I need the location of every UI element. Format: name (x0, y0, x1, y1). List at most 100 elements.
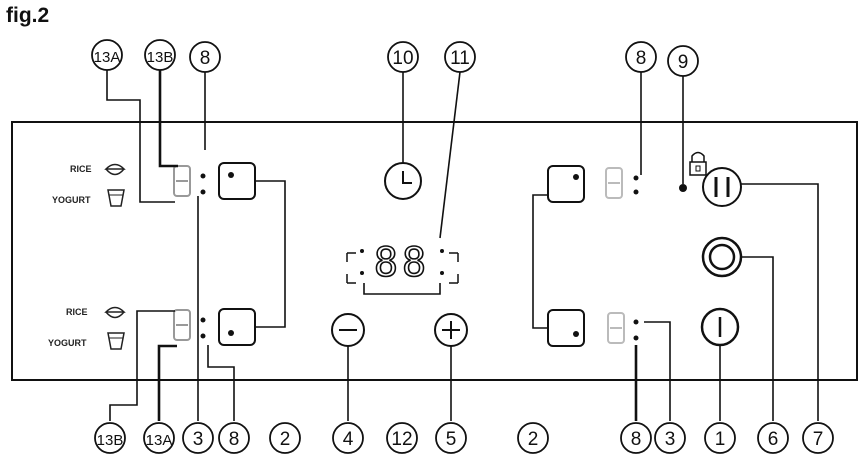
indicator-dot (200, 317, 206, 323)
callout-number: 12 (391, 429, 412, 450)
zone-select-button-bottom-right[interactable] (547, 309, 585, 347)
pause-button[interactable] (702, 167, 742, 207)
zone-select-button-top-right[interactable] (547, 165, 585, 203)
plus-button[interactable] (434, 313, 468, 347)
callout-number: 7 (813, 429, 824, 450)
indicator-dot (633, 189, 639, 195)
callout-number: 8 (229, 429, 240, 450)
minus-button[interactable] (331, 313, 365, 347)
callout-bottom-4: 2 (269, 422, 301, 454)
callout-bottom-9: 8 (620, 422, 652, 454)
callout-top-3: 10 (387, 41, 419, 73)
callout-bottom-13: 7 (802, 422, 834, 454)
callout-circle (269, 422, 301, 454)
callout-number: 13B (147, 49, 174, 66)
rice-bowl-icon (104, 306, 126, 319)
control-panel-frame (11, 121, 858, 381)
rice-label-bottom: RICE (66, 307, 88, 317)
callout-circle (332, 422, 364, 454)
timer-digits: 88 (374, 240, 430, 286)
yogurt-cup-icon (107, 189, 125, 207)
zone-display-top-right (605, 167, 623, 199)
callout-circle (517, 422, 549, 454)
callout-circle (704, 422, 736, 454)
callout-circle (182, 422, 214, 454)
callout-bottom-6: 12 (386, 422, 418, 454)
callout-circle (435, 422, 467, 454)
leader-lines (106, 69, 819, 421)
callout-number: 13A (94, 49, 121, 66)
callout-bottom-8: 2 (517, 422, 549, 454)
callout-top-0: 13A (91, 39, 123, 71)
padlock-icon (689, 151, 707, 176)
callout-top-2: 8 (189, 41, 221, 73)
callout-bottom-12: 6 (757, 422, 789, 454)
callout-bottom-1: 13A (143, 422, 175, 454)
callout-circle (144, 39, 176, 71)
callout-circle (620, 422, 652, 454)
clock-icon[interactable] (384, 162, 422, 200)
callout-number: 3 (193, 429, 204, 450)
figure-title: fig.2 (6, 4, 50, 27)
callout-circle (94, 422, 126, 454)
callout-circle (757, 422, 789, 454)
callout-circle (189, 41, 221, 73)
callout-number: 10 (392, 48, 413, 69)
callout-number: 8 (631, 429, 642, 450)
callout-circle (667, 45, 699, 77)
callout-number: 3 (665, 429, 676, 450)
zone-select-button-top-left[interactable] (218, 162, 256, 200)
callout-number: 1 (715, 429, 726, 450)
rice-bowl-icon (104, 163, 126, 176)
indicator-dot (633, 319, 639, 325)
callout-bottom-2: 3 (182, 422, 214, 454)
power-button[interactable] (700, 307, 740, 347)
callout-circle (386, 422, 418, 454)
yogurt-cup-icon (107, 332, 125, 350)
callout-circle (218, 422, 250, 454)
boost-button[interactable] (701, 236, 743, 278)
callout-circle (654, 422, 686, 454)
callout-number: 11 (450, 48, 470, 69)
callout-number: 13A (146, 432, 173, 449)
callout-circle (387, 41, 419, 73)
callout-number: 4 (343, 429, 354, 450)
indicator-dot (633, 335, 639, 341)
timer-display: 88 (346, 239, 459, 287)
callout-circle (625, 41, 657, 73)
callout-top-1: 13B (144, 39, 176, 71)
callout-number: 9 (678, 52, 689, 73)
callout-number: 5 (446, 429, 457, 450)
callout-number: 13B (97, 432, 124, 449)
callout-bottom-11: 1 (704, 422, 736, 454)
lock-indicator-dot (679, 184, 687, 192)
callout-circle (802, 422, 834, 454)
zone-select-button-bottom-left[interactable] (218, 308, 256, 346)
indicator-dot (200, 333, 206, 339)
zone-display-bottom-right (607, 312, 625, 344)
callout-top-6: 9 (667, 45, 699, 77)
callout-number: 8 (200, 48, 211, 69)
rice-label-top: RICE (70, 164, 92, 174)
callout-bottom-5: 4 (332, 422, 364, 454)
callout-circle (91, 39, 123, 71)
callout-bottom-10: 3 (654, 422, 686, 454)
callout-circle (143, 422, 175, 454)
callout-number: 8 (636, 48, 647, 69)
zone-display-top-left (173, 165, 191, 197)
callout-top-4: 11 (444, 41, 476, 73)
callouts-bottom: 13B 13A 3 8 2 4 12 5 2 8 3 1 6 7 (94, 422, 834, 454)
callout-number: 2 (280, 429, 291, 450)
yogurt-label-bottom: YOGURT (48, 338, 87, 348)
indicator-dot (200, 189, 206, 195)
callout-bottom-0: 13B (94, 422, 126, 454)
callout-circle (444, 41, 476, 73)
callouts-top: 13A 13B 8 10 11 8 9 (91, 39, 699, 77)
callout-bottom-3: 8 (218, 422, 250, 454)
yogurt-label-top: YOGURT (52, 195, 91, 205)
callout-top-5: 8 (625, 41, 657, 73)
indicator-dot (200, 173, 206, 179)
callout-bottom-7: 5 (435, 422, 467, 454)
zone-display-bottom-left (173, 309, 191, 341)
